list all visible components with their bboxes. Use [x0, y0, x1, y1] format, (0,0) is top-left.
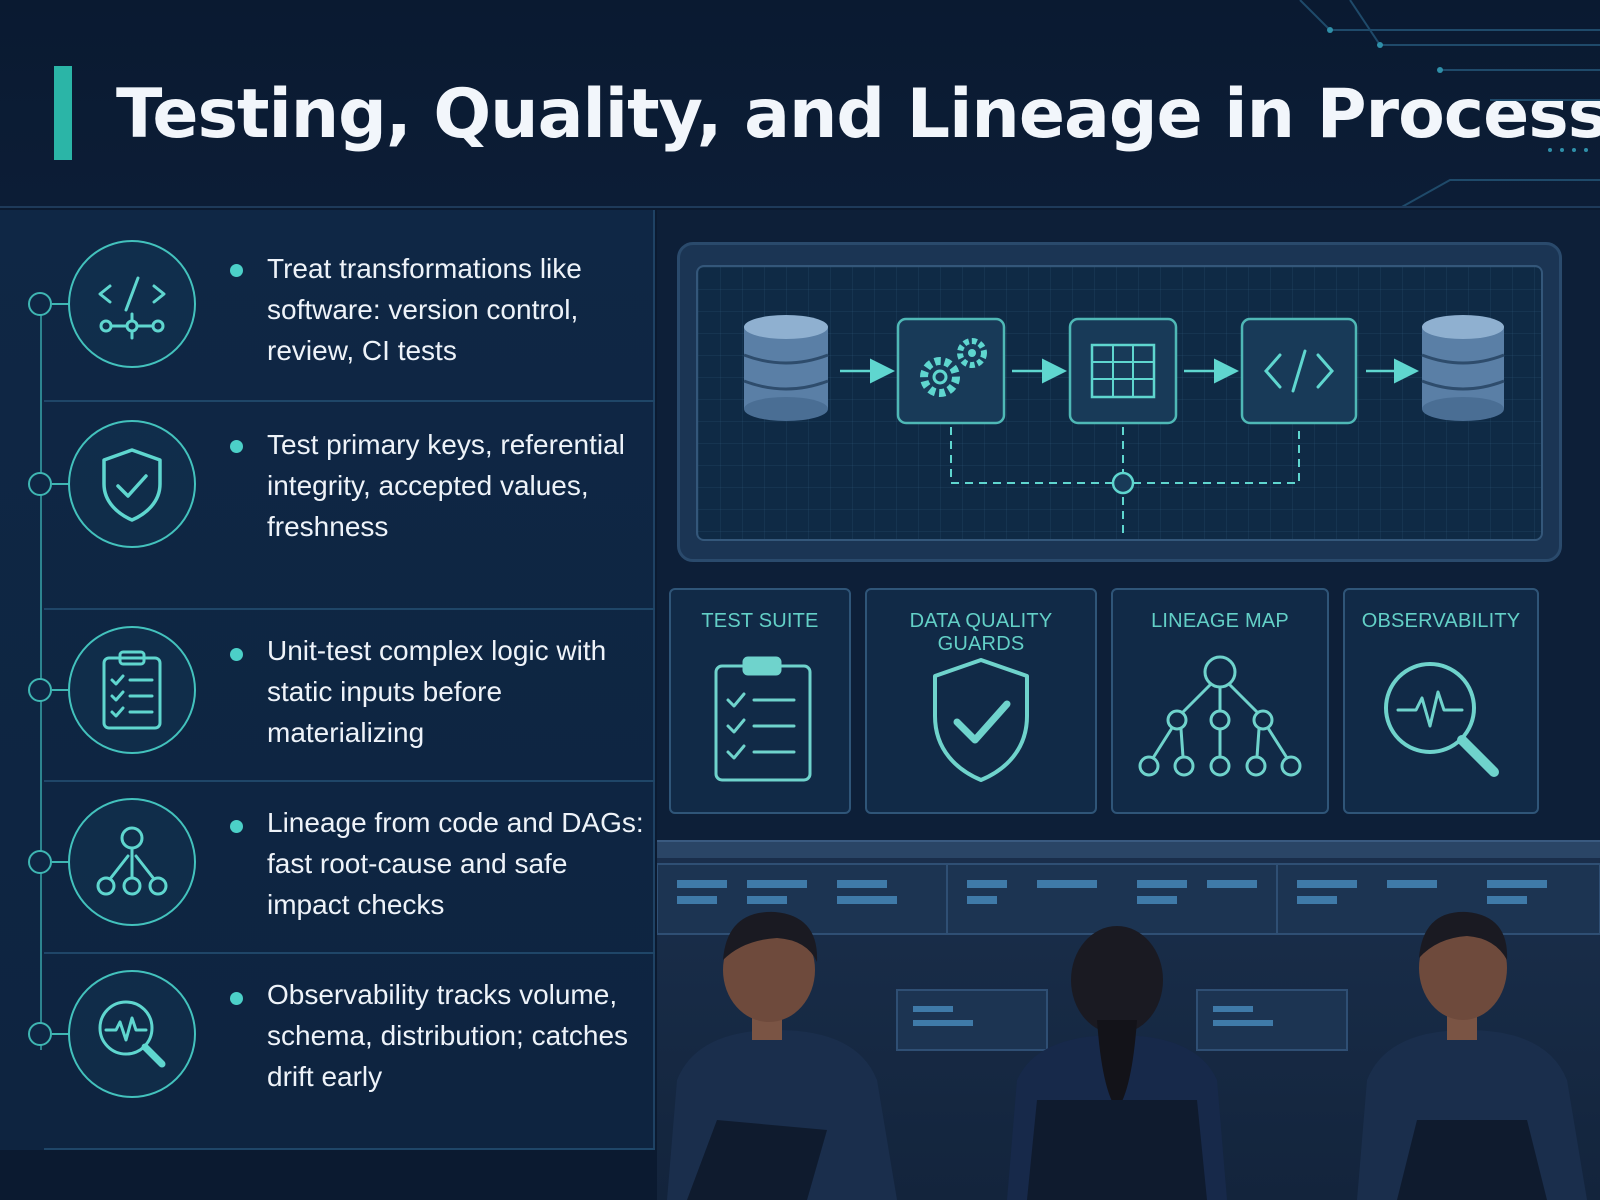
list-item: Test primary keys, referential integrity… [0, 402, 655, 610]
row-divider [44, 1148, 655, 1150]
database-icon [1421, 315, 1505, 421]
point-text: Observability tracks volume, schema, dis… [267, 979, 629, 1092]
table-grid-icon [1068, 317, 1178, 425]
console-edge [657, 840, 1600, 858]
timeline-node [28, 472, 52, 496]
operators-illustration [657, 863, 1600, 1200]
row-divider [44, 400, 655, 402]
timeline-connector [52, 483, 70, 485]
list-item: Lineage from code and DAGs: fast root-ca… [0, 782, 655, 954]
list-item: Unit-test complex logic with static inpu… [0, 610, 655, 782]
operator-left [667, 911, 897, 1200]
timeline-node [28, 292, 52, 316]
timeline-node [28, 850, 52, 874]
magnifier-pulse-icon [68, 970, 196, 1098]
row-divider [44, 780, 655, 782]
operator-right [1357, 911, 1587, 1200]
code-icon [1240, 317, 1358, 425]
card-data-quality-guards: DATA QUALITY GUARDS [865, 588, 1097, 814]
header: Testing, Quality, and Lineage in Process… [0, 0, 1600, 208]
point-text: Test primary keys, referential integrity… [267, 429, 625, 542]
pipeline-monitor [677, 242, 1562, 562]
card-title: OBSERVABILITY [1361, 610, 1521, 632]
operator-middle [1007, 926, 1227, 1200]
card-test-suite: TEST SUITE [669, 588, 851, 814]
shield-check-icon [933, 658, 1029, 782]
bullet-dot [230, 820, 243, 833]
timeline-spine [40, 300, 42, 1050]
card-lineage-map: LINEAGE MAP [1111, 588, 1329, 814]
bullet-dot [230, 992, 243, 1005]
timeline-node [28, 678, 52, 702]
card-title: TEST SUITE [701, 610, 819, 632]
gears-icon [896, 317, 1006, 425]
card-title: LINEAGE MAP [1151, 610, 1289, 632]
timeline-connector [52, 861, 70, 863]
card-title: DATA QUALITY GUARDS [909, 610, 1053, 655]
timeline-connector [52, 689, 70, 691]
lineage-tree-icon [68, 798, 196, 926]
operator-console [657, 840, 1600, 1200]
lineage-tree-icon [1138, 655, 1302, 777]
clipboard-checklist-icon [714, 656, 812, 782]
point-text: Unit-test complex logic with static inpu… [267, 635, 607, 748]
bullet-dot [230, 648, 243, 661]
list-item: Treat transformations like software: ver… [0, 210, 655, 402]
pipeline-screen [696, 265, 1543, 541]
card-observability: OBSERVABILITY [1343, 588, 1539, 814]
clipboard-checklist-icon [68, 626, 196, 754]
point-text: Treat transformations like software: ver… [267, 253, 582, 366]
page-title: Testing, Quality, and Lineage in Process… [116, 75, 1600, 154]
title-accent-bar [54, 66, 72, 160]
magnifier-pulse-icon [1384, 662, 1499, 777]
code-branch-icon [68, 240, 196, 368]
footer-strip [0, 1150, 657, 1200]
row-divider [44, 608, 655, 610]
key-points-panel: Treat transformations like software: ver… [0, 210, 655, 1150]
pipeline-diagram [743, 315, 1505, 537]
row-divider [44, 952, 655, 954]
timeline-node [28, 1022, 52, 1046]
timeline-connector [52, 1033, 70, 1035]
circuit-decoration [1299, 0, 1600, 206]
lineage-node [1111, 471, 1135, 495]
bullet-dot [230, 440, 243, 453]
bullet-dot [230, 264, 243, 277]
list-item: Observability tracks volume, schema, dis… [0, 954, 655, 1150]
control-room-illustration: TEST SUITE DATA QUALITY GUARDS LINEAGE M… [657, 210, 1600, 1200]
shield-check-icon [68, 420, 196, 548]
database-icon [743, 315, 829, 421]
timeline-connector [52, 303, 70, 305]
point-text: Lineage from code and DAGs: fast root-ca… [267, 807, 644, 920]
